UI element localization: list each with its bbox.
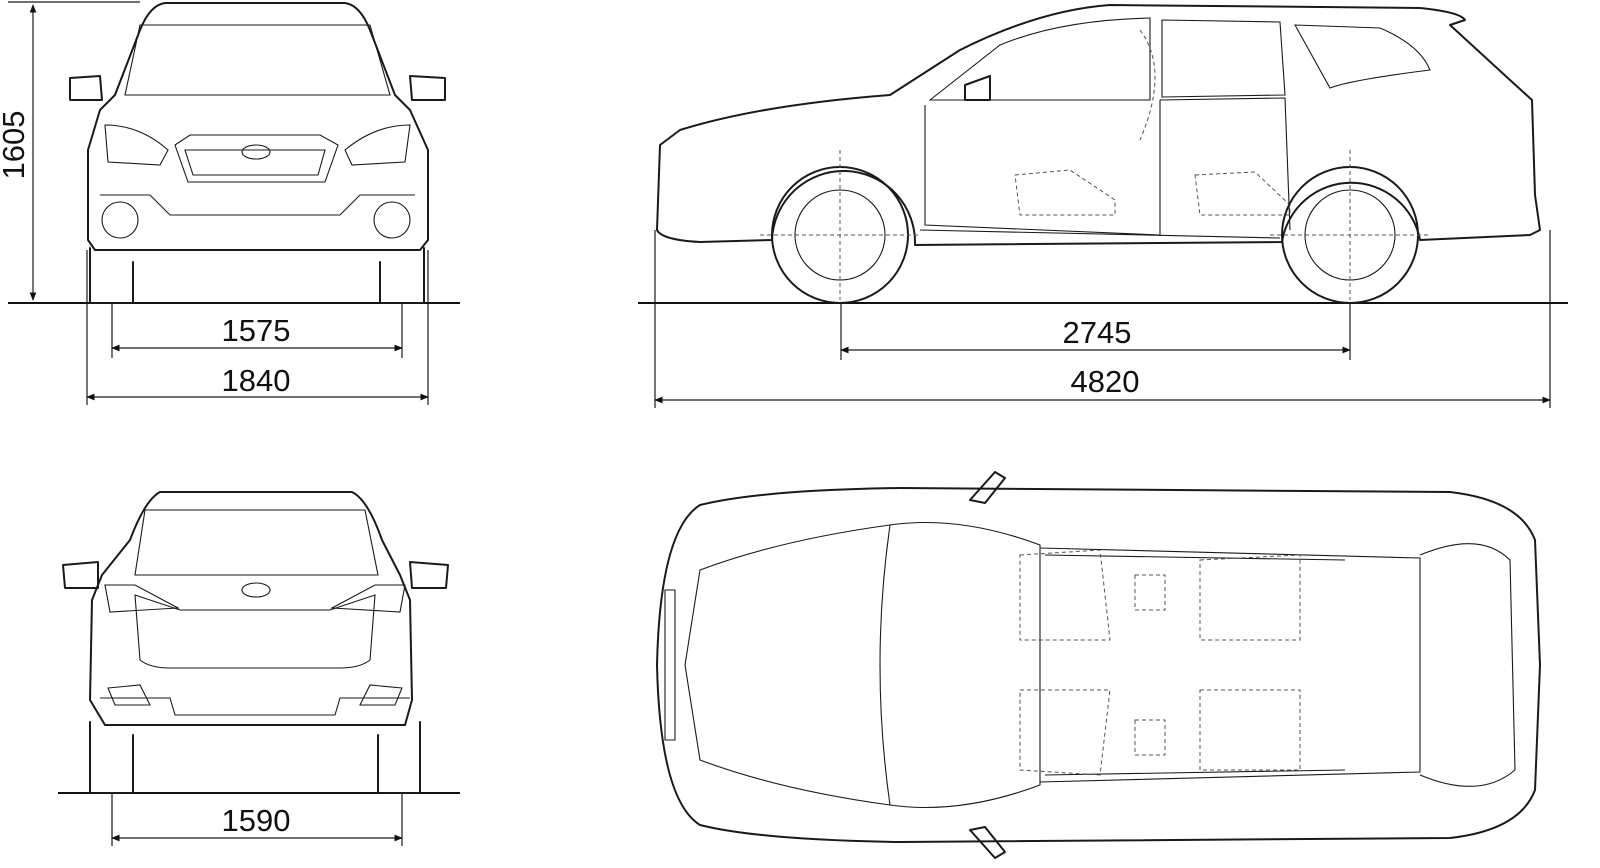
hood [684,524,891,806]
roof [1039,547,1421,783]
headlights [104,124,411,166]
rear-glass [1419,543,1516,787]
height-dimension: 1605 [0,1,140,301]
width-dimension: 1840 [86,250,429,405]
height-label: 1605 [0,111,31,180]
side-body-outline [656,4,1541,246]
windshield [889,521,1041,809]
brand-logo [241,144,271,160]
brand-logo [241,582,271,598]
front-track-label: 1575 [222,313,291,348]
front-tires [89,247,425,304]
tailgate [134,594,376,669]
mirrors [969,471,1006,859]
top-body-outline [656,487,1541,843]
rear-track-label: 1590 [222,803,291,838]
front-view [8,2,460,304]
width-label: 1840 [222,363,291,398]
rear-tires [89,721,421,794]
rear-window [134,509,379,576]
front-track-dimension: 1575 [111,303,403,358]
rear-track-dimension: 1590 [111,793,403,846]
mirrors [69,75,446,101]
mirrors [62,561,449,589]
top-view [656,471,1541,859]
side-mirror [964,75,991,101]
length-label: 4820 [1071,364,1140,399]
wheelbase-label: 2745 [1063,315,1132,350]
quarter-window [1294,24,1431,89]
wheelbase-dimension: 2745 [840,303,1351,360]
front-body-outline [87,2,429,251]
front-grille [174,134,339,183]
tail-lights [104,584,406,613]
rear-view [58,491,460,794]
front-window [928,17,1151,101]
fog-lights [373,201,411,239]
rear-window [1161,19,1286,98]
side-view [638,4,1568,304]
rear-body-outline [89,491,413,726]
length-dimension: 4820 [654,230,1551,408]
